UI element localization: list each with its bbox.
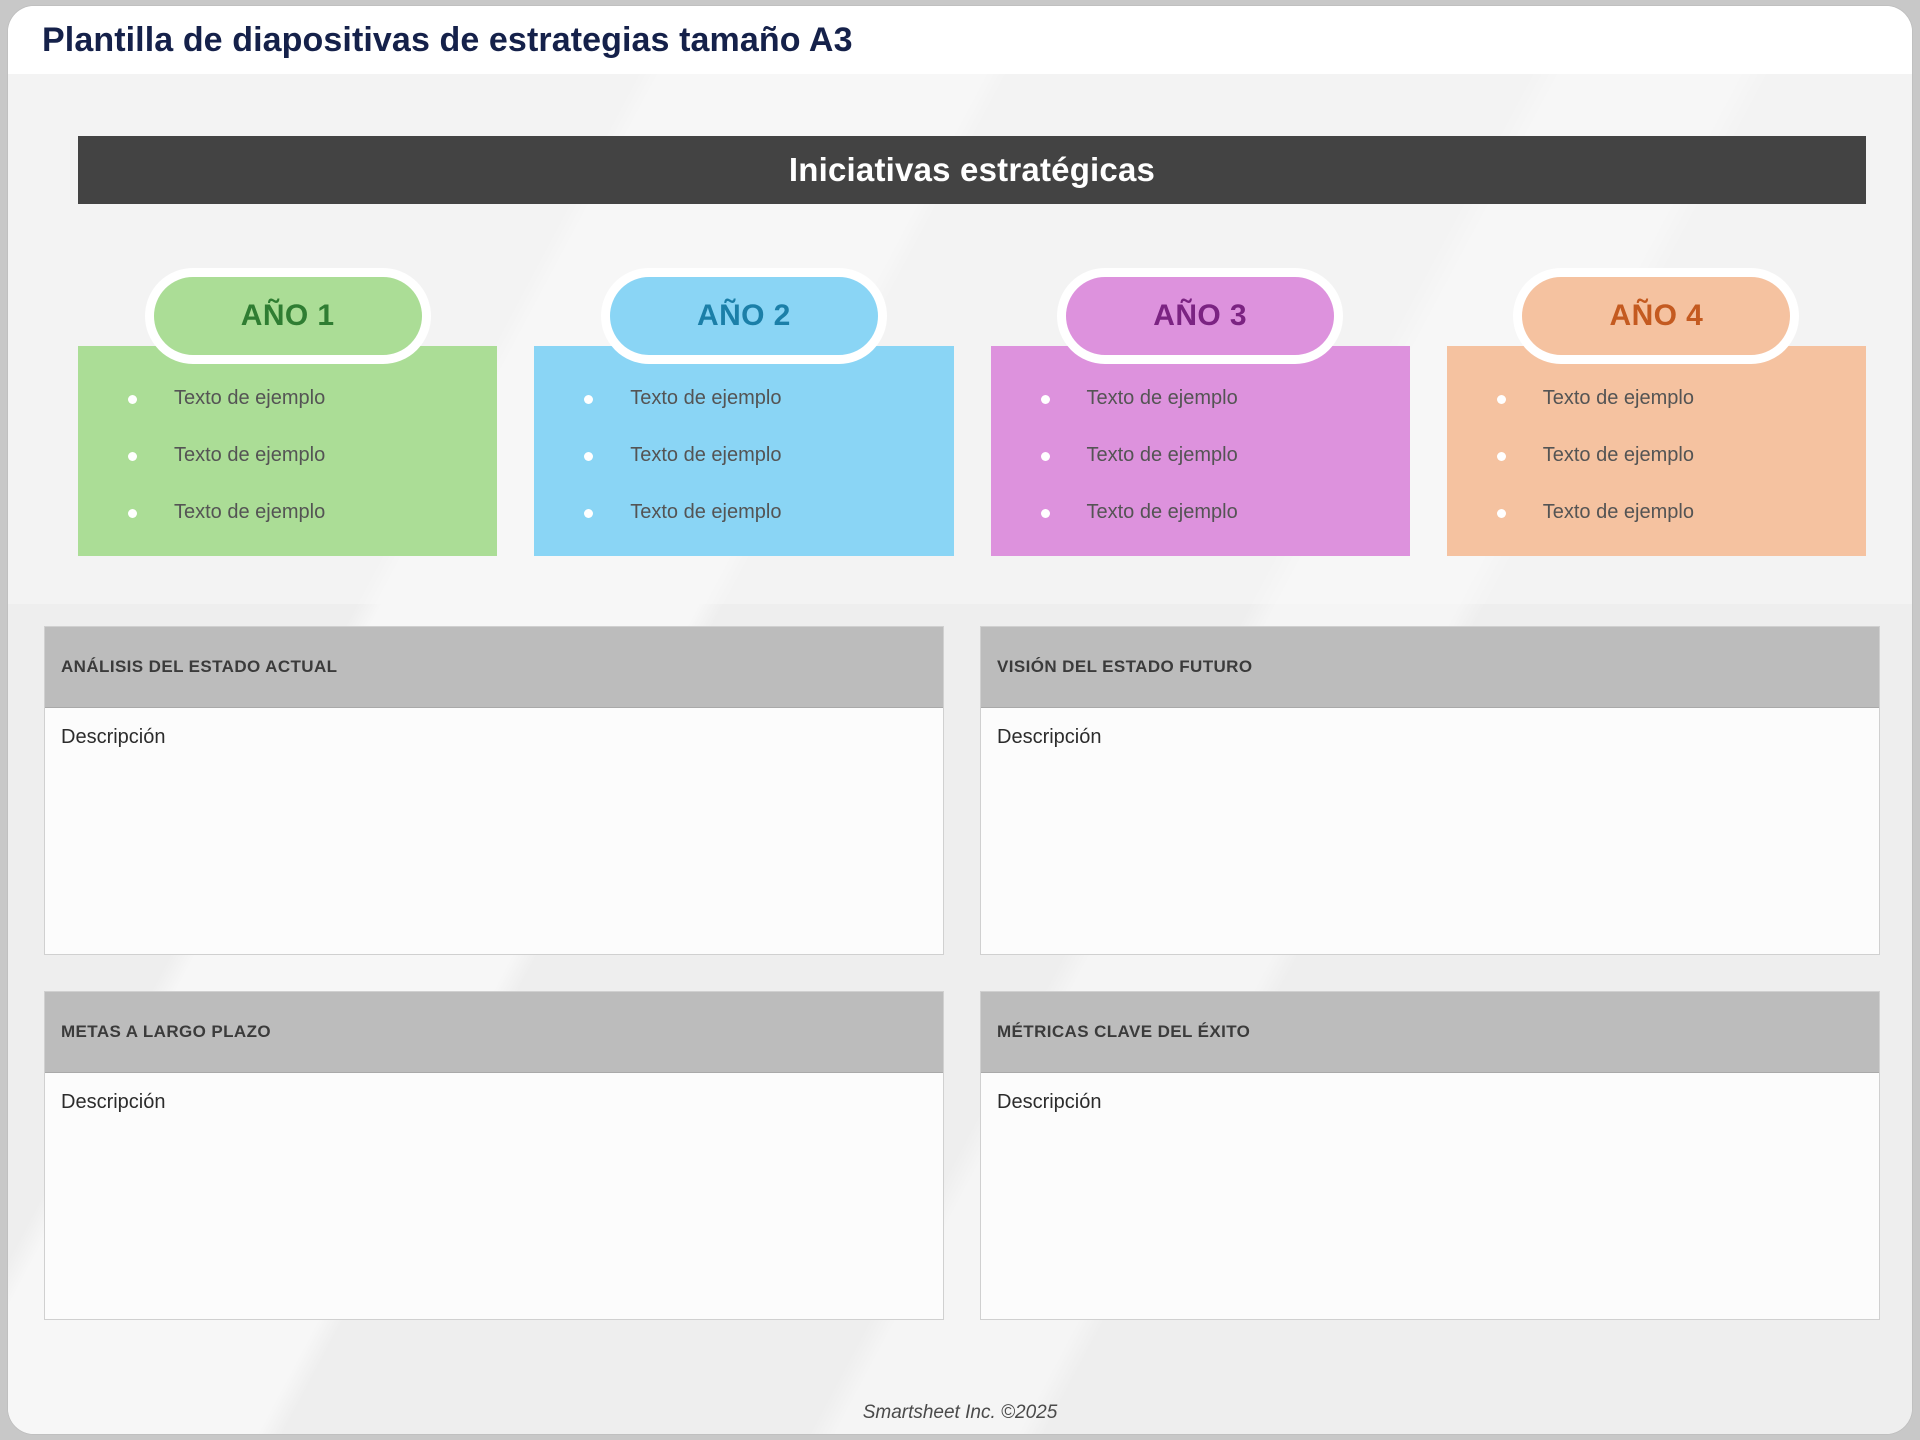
list-item: Texto de ejemplo — [1496, 500, 1840, 525]
bullet-dot-icon — [1040, 509, 1050, 518]
slide-canvas: Iniciativas estratégicas Texto de ejempl… — [8, 74, 1912, 1434]
section-description: Descripción — [997, 726, 1102, 748]
section-heading: METAS A LARGO PLAZO — [61, 1022, 272, 1041]
list-item: Texto de ejemplo — [1496, 443, 1840, 468]
bullet-dot-icon — [1496, 509, 1506, 518]
bullet-text: Texto de ejemplo — [174, 501, 326, 523]
bullet-dot-icon — [1040, 395, 1050, 404]
section-heading: MÉTRICAS CLAVE DEL ÉXITO — [997, 1022, 1251, 1041]
bullet-text: Texto de ejemplo — [1086, 501, 1238, 523]
list-item: Texto de ejemplo — [128, 443, 471, 468]
slide-page: Plantilla de diapositivas de estrategias… — [8, 6, 1912, 1434]
bullet-dot-icon — [584, 452, 594, 461]
footer: Smartsheet Inc. ©2025 — [8, 1402, 1912, 1424]
section-description: Descripción — [997, 1091, 1102, 1113]
year-body-2: Texto de ejemplo Texto de ejemplo Texto … — [534, 346, 954, 556]
section-header-current-state: ANÁLISIS DEL ESTADO ACTUAL — [45, 627, 943, 708]
bullet-text: Texto de ejemplo — [174, 444, 326, 466]
year-bullet-list-2: Texto de ejemplo Texto de ejemplo Texto … — [534, 386, 953, 525]
bullet-dot-icon — [1040, 452, 1050, 461]
list-item: Texto de ejemplo — [584, 443, 927, 468]
year-body-4: Texto de ejemplo Texto de ejemplo Texto … — [1446, 346, 1866, 556]
section-box-future-state: VISIÓN DEL ESTADO FUTURO Descripción — [980, 626, 1880, 955]
bullet-dot-icon — [128, 395, 137, 404]
section-box-long-term-goals: METAS A LARGO PLAZO Descripción — [44, 991, 944, 1320]
year-pill-3[interactable]: AÑO 3 — [1057, 268, 1344, 364]
description-boxes: ANÁLISIS DEL ESTADO ACTUAL Descripción V… — [44, 626, 1880, 1320]
section-description: Descripción — [61, 1091, 166, 1113]
year-column-2: Texto de ejemplo Texto de ejemplo Texto … — [534, 236, 954, 556]
bullet-text: Texto de ejemplo — [630, 444, 782, 466]
section-heading: VISIÓN DEL ESTADO FUTURO — [997, 657, 1253, 676]
section-body-current-state[interactable]: Descripción — [45, 708, 943, 954]
bullet-dot-icon — [128, 452, 137, 461]
bullet-dot-icon — [584, 395, 594, 404]
bullet-text: Texto de ejemplo — [1542, 444, 1694, 466]
year-label-2: AÑO 2 — [697, 299, 791, 332]
year-pill-2[interactable]: AÑO 2 — [600, 268, 887, 364]
section-header-long-term-goals: METAS A LARGO PLAZO — [45, 992, 943, 1073]
bullet-text: Texto de ejemplo — [630, 387, 782, 409]
year-bullet-list-4: Texto de ejemplo Texto de ejemplo Texto … — [1447, 386, 1866, 525]
page-title: Plantilla de diapositivas de estrategias… — [42, 20, 853, 59]
year-label-3: AÑO 3 — [1153, 299, 1247, 332]
section-body-long-term-goals[interactable]: Descripción — [45, 1073, 943, 1319]
list-item: Texto de ejemplo — [1496, 386, 1840, 411]
section-description: Descripción — [61, 726, 166, 748]
list-item: Texto de ejemplo — [1040, 500, 1384, 525]
list-item: Texto de ejemplo — [128, 500, 471, 525]
strategic-initiatives-panel: Iniciativas estratégicas Texto de ejempl… — [8, 74, 1912, 604]
bullet-text: Texto de ejemplo — [1086, 444, 1238, 466]
year-label-1: AÑO 1 — [240, 299, 335, 332]
bullet-dot-icon — [128, 509, 137, 518]
section-body-key-metrics[interactable]: Descripción — [981, 1073, 1879, 1319]
year-body-3: Texto de ejemplo Texto de ejemplo Texto … — [990, 346, 1410, 556]
section-box-key-metrics: MÉTRICAS CLAVE DEL ÉXITO Descripción — [980, 991, 1880, 1320]
bullet-text: Texto de ejemplo — [630, 501, 782, 523]
year-column-4: Texto de ejemplo Texto de ejemplo Texto … — [1446, 236, 1866, 556]
year-bullet-list-3: Texto de ejemplo Texto de ejemplo Texto … — [991, 386, 1410, 525]
year-column-1: Texto de ejemplo Texto de ejemplo Texto … — [78, 236, 498, 556]
bullet-dot-icon — [1496, 395, 1506, 404]
bullet-dot-icon — [1496, 452, 1506, 461]
section-header-future-state: VISIÓN DEL ESTADO FUTURO — [981, 627, 1879, 708]
copyright-text: Smartsheet Inc. ©2025 — [862, 1402, 1058, 1423]
bullet-text: Texto de ejemplo — [1542, 501, 1694, 523]
year-pill-1[interactable]: AÑO 1 — [144, 268, 431, 364]
bullet-dot-icon — [584, 509, 594, 518]
title-band: Plantilla de diapositivas de estrategias… — [8, 6, 1912, 74]
list-item: Texto de ejemplo — [584, 386, 927, 411]
section-heading: ANÁLISIS DEL ESTADO ACTUAL — [61, 657, 338, 676]
year-label-4: AÑO 4 — [1609, 299, 1704, 332]
section-box-current-state: ANÁLISIS DEL ESTADO ACTUAL Descripción — [44, 626, 944, 955]
year-pill-4[interactable]: AÑO 4 — [1513, 268, 1800, 364]
year-body-1: Texto de ejemplo Texto de ejemplo Texto … — [78, 346, 498, 556]
year-columns: Texto de ejemplo Texto de ejemplo Texto … — [78, 236, 1866, 556]
list-item: Texto de ejemplo — [128, 386, 471, 411]
section-body-future-state[interactable]: Descripción — [981, 708, 1879, 954]
initiatives-header-bar: Iniciativas estratégicas — [78, 136, 1866, 204]
initiatives-header-title: Iniciativas estratégicas — [788, 151, 1156, 188]
section-header-key-metrics: MÉTRICAS CLAVE DEL ÉXITO — [981, 992, 1879, 1073]
year-column-3: Texto de ejemplo Texto de ejemplo Texto … — [990, 236, 1410, 556]
bullet-text: Texto de ejemplo — [1086, 387, 1238, 409]
year-bullet-list-1: Texto de ejemplo Texto de ejemplo Texto … — [78, 386, 497, 525]
bullet-text: Texto de ejemplo — [1542, 387, 1694, 409]
list-item: Texto de ejemplo — [584, 500, 927, 525]
list-item: Texto de ejemplo — [1040, 386, 1384, 411]
bullet-text: Texto de ejemplo — [174, 387, 326, 409]
list-item: Texto de ejemplo — [1040, 443, 1384, 468]
